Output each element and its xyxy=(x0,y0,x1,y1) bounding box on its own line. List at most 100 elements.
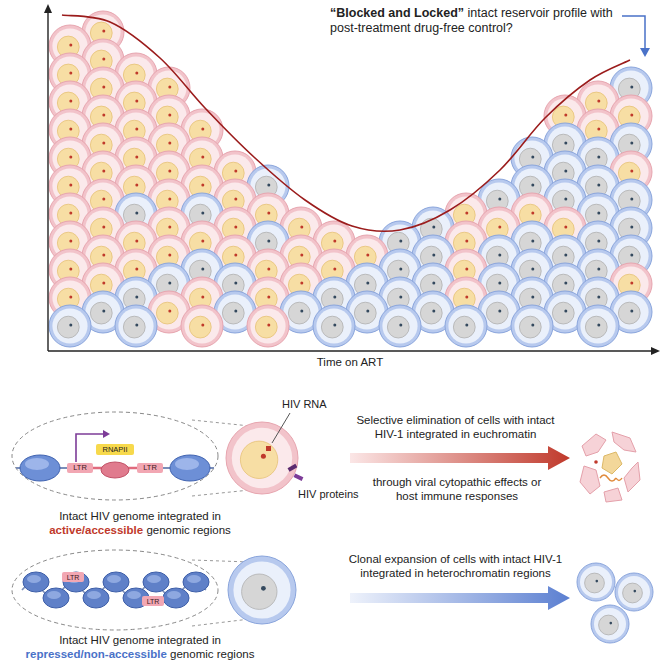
label-holder: Intact HIV genome integrated inrepressed… xyxy=(15,634,265,662)
drawing-circle xyxy=(234,309,237,312)
drawing-circle xyxy=(382,308,417,343)
drawing-circle xyxy=(255,316,277,338)
pointer-arrowhead xyxy=(640,48,650,57)
active-cell xyxy=(181,305,223,347)
drawing-circle xyxy=(630,170,633,173)
drawing-circle xyxy=(102,254,105,257)
axis-arrowhead xyxy=(651,347,660,355)
drawing-circle xyxy=(618,302,640,324)
drawing-circle xyxy=(261,454,266,459)
text-holder: LTR xyxy=(62,572,84,582)
drawing-circle xyxy=(168,281,171,284)
nucleosome-shade xyxy=(107,575,121,583)
drawing-circle xyxy=(399,240,402,243)
drawing-circle xyxy=(594,608,626,640)
lysed-cell xyxy=(580,432,640,502)
drawing-circle xyxy=(630,226,633,229)
drawing-circle xyxy=(300,309,303,312)
drawing-circle xyxy=(189,316,211,338)
label-holder: Clonal expansion of cells with intact HI… xyxy=(348,553,563,581)
drawing-circle xyxy=(448,308,483,343)
active-cell xyxy=(247,305,289,347)
drawing-circle xyxy=(465,240,468,243)
nucleosome xyxy=(63,572,89,592)
text-holder: LTR xyxy=(142,596,164,606)
drawing-circle xyxy=(432,309,435,312)
drawing-circle xyxy=(531,156,534,159)
drawing-circle xyxy=(135,72,138,75)
drawing-circle xyxy=(531,295,534,298)
drawing-circle xyxy=(577,305,619,347)
zoom-line xyxy=(192,490,250,496)
nucleosome-shade xyxy=(25,458,49,470)
cell-caption-highlight: active/accessible xyxy=(49,524,143,536)
text-holder: LTR xyxy=(67,463,93,473)
drawing-circle xyxy=(168,198,171,201)
drawing-circle xyxy=(135,212,138,215)
process-label: Clonal expansion of cells with intact HI… xyxy=(348,553,563,581)
elimination-arrow xyxy=(350,446,570,470)
drawing-circle xyxy=(135,295,138,298)
drawing-circle xyxy=(630,142,633,145)
drawing-circle xyxy=(511,305,553,347)
latent-cell xyxy=(228,556,296,624)
drawing-circle xyxy=(135,240,138,243)
ltr-label: LTR xyxy=(141,464,159,472)
drawing-circle xyxy=(615,573,653,611)
drawing-circle xyxy=(267,184,270,187)
drawing-circle xyxy=(630,309,633,312)
drawing-circle xyxy=(564,142,567,145)
drawing-circle xyxy=(514,308,549,343)
drawing-circle xyxy=(591,605,629,643)
drawing-circle xyxy=(226,422,298,494)
drawing-circle xyxy=(168,86,171,89)
label-holder: HIV RNA xyxy=(282,398,352,411)
drawing-circle xyxy=(102,226,105,229)
drawing-circle xyxy=(634,590,637,593)
nucleosome xyxy=(103,572,129,592)
inset-drawing xyxy=(10,410,220,502)
drawing-circle xyxy=(630,198,633,201)
drawing-circle xyxy=(564,114,567,117)
drawing-circle xyxy=(234,226,237,229)
drawing-circle xyxy=(316,308,351,343)
hiv-protein xyxy=(294,473,304,480)
drawing-circle xyxy=(300,281,303,284)
drawing-circle xyxy=(445,305,487,347)
drawing-circle xyxy=(453,316,475,338)
drawing-circle xyxy=(531,184,534,187)
drawing-circle xyxy=(552,302,574,324)
latent-cell xyxy=(511,305,553,347)
drawing-circle xyxy=(519,316,541,338)
drawing-path xyxy=(616,478,622,481)
nucleosome xyxy=(23,572,49,592)
drawing-circle xyxy=(123,316,145,338)
transcription-arrowhead xyxy=(103,430,110,438)
expansion-arrow xyxy=(350,586,570,610)
drawing-circle xyxy=(597,100,600,103)
drawing-circle xyxy=(597,323,600,326)
drawing-circle xyxy=(564,254,567,257)
nucleosome xyxy=(143,572,169,592)
drawing-circle xyxy=(57,316,79,338)
drawing-circle xyxy=(102,170,105,173)
latent-cell xyxy=(591,605,629,643)
drawing-circle xyxy=(102,281,105,284)
zoom-line xyxy=(192,619,250,626)
nucleosome xyxy=(83,588,109,608)
drawing-circle xyxy=(69,128,72,131)
drawing-circle xyxy=(118,308,153,343)
drawing-circle xyxy=(201,240,204,243)
drawing-circle xyxy=(594,460,598,464)
drawing-circle xyxy=(102,142,105,145)
drawing-circle xyxy=(234,198,237,201)
drawing-circle xyxy=(597,212,600,215)
drawing-circle xyxy=(233,561,290,618)
drawing-circle xyxy=(242,574,277,609)
latent-cell xyxy=(115,305,157,347)
drawing-circle xyxy=(168,226,171,229)
drawing-polygon xyxy=(602,452,622,474)
nucleosome xyxy=(170,455,210,481)
drawing-circle xyxy=(580,566,612,598)
drawing-circle xyxy=(599,615,619,635)
